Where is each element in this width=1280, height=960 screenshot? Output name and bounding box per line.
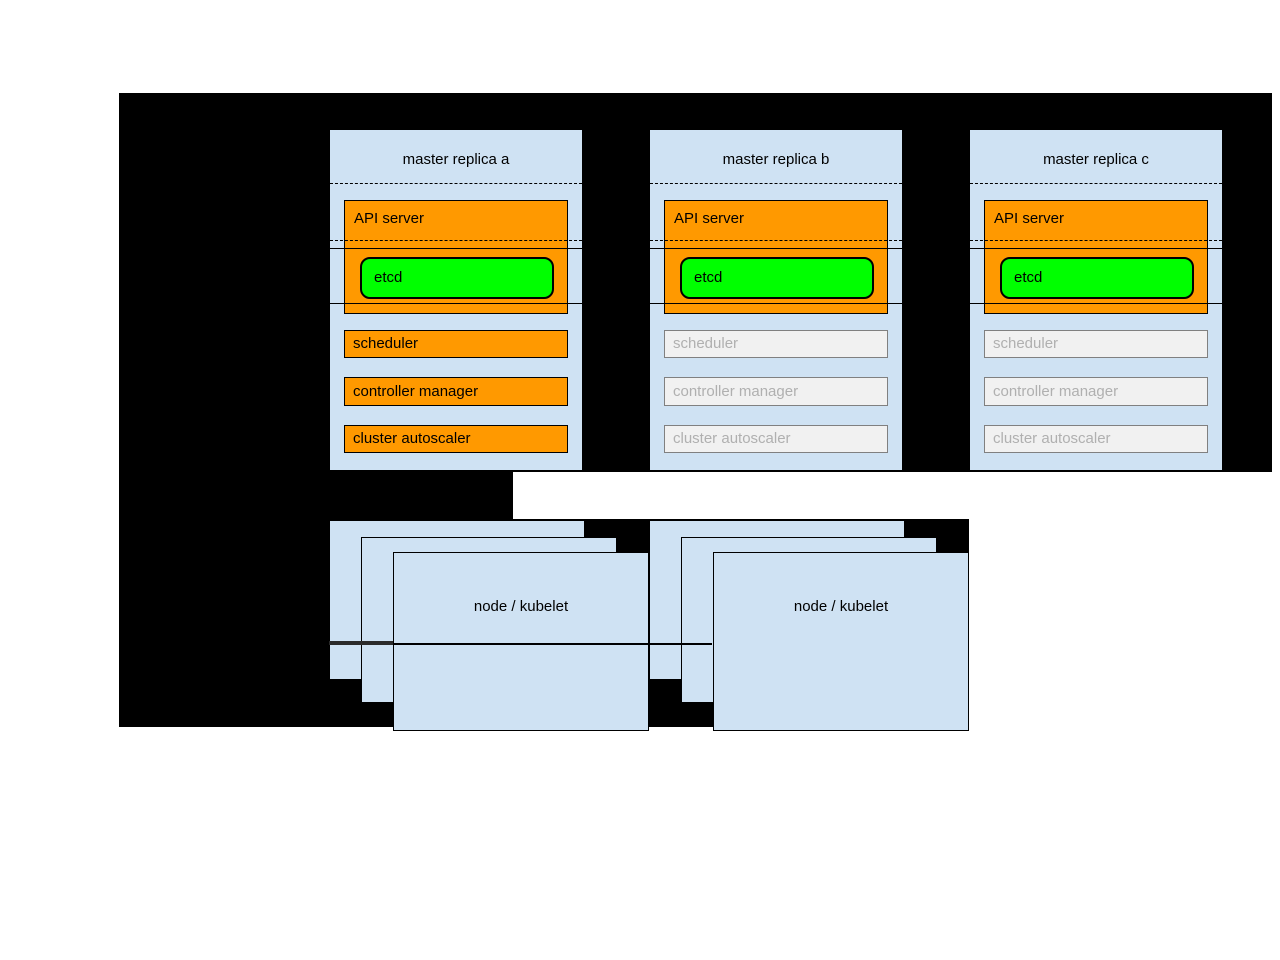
master-replica-a-title: master replica a	[402, 151, 510, 168]
divider-solid-upper	[330, 248, 582, 249]
divider-dashed-top	[970, 183, 1222, 184]
scheduler-box: scheduler	[344, 330, 568, 358]
api-server-label: API server	[994, 210, 1065, 227]
node-stack2-front-box: node / kubelet	[713, 552, 969, 731]
divider-solid-upper	[650, 248, 902, 249]
scheduler-box: scheduler	[984, 330, 1208, 358]
divider-solid-lower	[970, 303, 1222, 304]
cluster-autoscaler-box: cluster autoscaler	[344, 425, 568, 453]
etcd-box: etcd	[680, 257, 874, 299]
node-connector-line	[329, 643, 712, 645]
node-kubelet-label: node / kubelet	[793, 598, 889, 615]
node-stack1-front-box: node / kubelet	[393, 552, 649, 731]
node-connector-line-thick-segment	[329, 641, 393, 645]
etcd-box: etcd	[1000, 257, 1194, 299]
api-server-label: API server	[354, 210, 425, 227]
divider-solid-lower	[330, 303, 582, 304]
cluster-autoscaler-box: cluster autoscaler	[984, 425, 1208, 453]
master-replica-b-box: master replica b API server etcd schedul…	[649, 129, 903, 471]
divider-dashed-mid	[650, 240, 902, 241]
controller-manager-box: controller manager	[984, 377, 1208, 406]
api-server-label: API server	[674, 210, 745, 227]
master-replica-c-box: master replica c API server etcd schedul…	[969, 129, 1223, 471]
master-replica-a-box: master replica a API server etcd schedul…	[329, 129, 583, 471]
divider-solid-upper	[970, 248, 1222, 249]
scheduler-box: scheduler	[664, 330, 888, 358]
divider-dashed-top	[650, 183, 902, 184]
node-kubelet-label: node / kubelet	[473, 598, 569, 615]
divider-dashed-mid	[970, 240, 1222, 241]
cluster-autoscaler-box: cluster autoscaler	[664, 425, 888, 453]
master-replica-b-title: master replica b	[722, 151, 830, 168]
divider-dashed-top	[330, 183, 582, 184]
controller-manager-box: controller manager	[344, 377, 568, 406]
divider-solid-lower	[650, 303, 902, 304]
master-replica-c-title: master replica c	[1043, 151, 1149, 168]
divider-dashed-mid	[330, 240, 582, 241]
etcd-box: etcd	[360, 257, 554, 299]
controller-manager-box: controller manager	[664, 377, 888, 406]
